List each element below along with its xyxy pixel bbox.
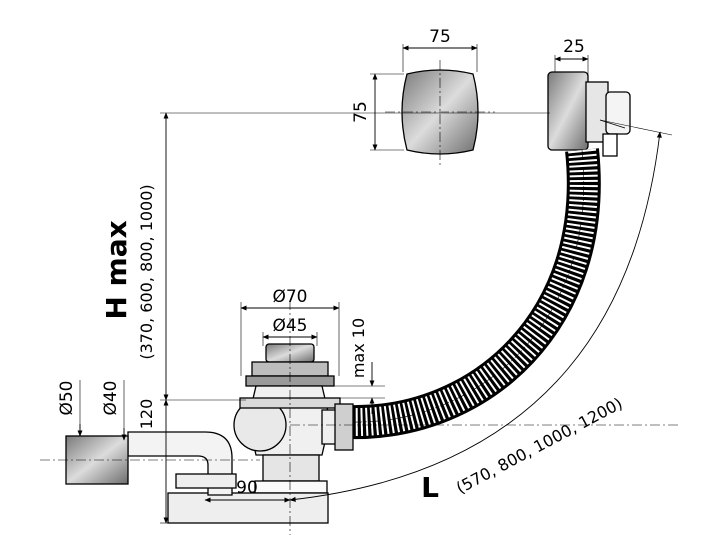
d50-label: Ø50 bbox=[57, 380, 77, 415]
overflow-depth-dimension: 25 bbox=[554, 37, 589, 82]
corrugated-hose bbox=[349, 148, 601, 440]
cap-height-label: 75 bbox=[351, 101, 371, 123]
overflow-cap bbox=[385, 60, 495, 165]
dim-120: 120 bbox=[137, 399, 175, 524]
h-max-values: (370, 600, 800, 1000) bbox=[137, 184, 156, 359]
cap-height-dimension: 75 bbox=[351, 73, 404, 151]
d50-dimension: Ø50 bbox=[57, 380, 83, 437]
dim-90: 90 bbox=[204, 478, 291, 503]
d40-label: Ø40 bbox=[101, 380, 121, 415]
overflow-depth-label: 25 bbox=[563, 37, 585, 57]
d70-label: Ø70 bbox=[272, 287, 307, 307]
dim-120-label: 120 bbox=[137, 399, 156, 430]
l-title: L bbox=[421, 471, 439, 504]
cap-width-dimension: 75 bbox=[402, 27, 478, 72]
h-max-dimension: H max (370, 600, 800, 1000) bbox=[100, 112, 550, 401]
dim-90-label: 90 bbox=[236, 478, 258, 498]
h-max-title: H max bbox=[100, 220, 133, 319]
l-values: (570, 800, 1000, 1200) bbox=[453, 394, 626, 498]
d45-label: Ø45 bbox=[272, 316, 307, 336]
cap-width-label: 75 bbox=[429, 27, 451, 47]
overflow-head bbox=[547, 71, 631, 157]
max10-label: max 10 bbox=[349, 318, 368, 378]
d40-dimension: Ø40 bbox=[101, 380, 127, 441]
